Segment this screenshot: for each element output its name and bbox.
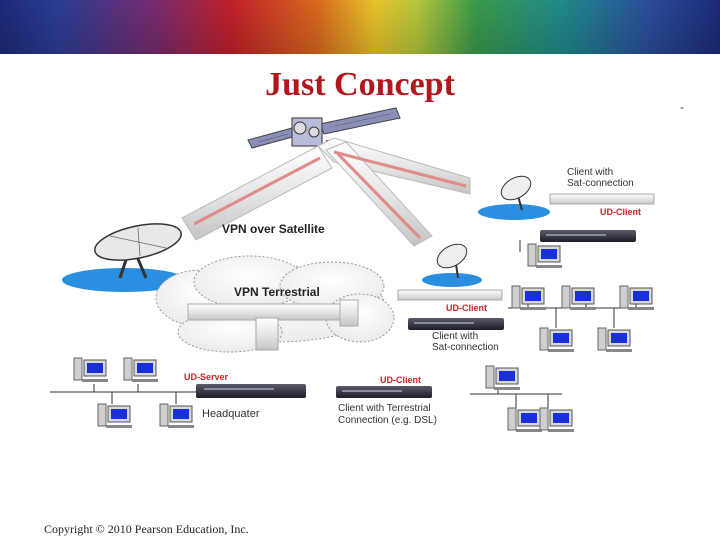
ud-client-router-mid — [408, 318, 504, 330]
computer-icon — [619, 285, 654, 310]
computer-icon — [597, 327, 632, 352]
computer-icon — [539, 327, 574, 352]
computer-icon — [527, 243, 562, 268]
vpn-satellite-label: VPN over Satellite — [222, 222, 325, 236]
computer-icon — [97, 403, 132, 428]
header-banner-shade — [0, 0, 720, 54]
headquarter-label: Headquater — [202, 408, 260, 420]
computer-icon — [507, 407, 542, 432]
computers — [73, 243, 654, 432]
client-sat-top-label-1: Client with — [567, 167, 613, 178]
computer-icon — [511, 285, 546, 310]
client-dish-mid-icon — [422, 243, 482, 287]
computer-icon — [539, 407, 574, 432]
header-banner — [0, 0, 720, 54]
terrestrial-pipes — [187, 299, 359, 351]
large-satellite-dish-icon — [62, 223, 186, 292]
ud-client-router-top — [540, 230, 636, 242]
computer-icon — [159, 403, 194, 428]
copyright-footer: Copyright © 2010 Pearson Education, Inc. — [44, 522, 249, 536]
client-router-mid-bar — [397, 289, 503, 301]
computer-icon — [485, 365, 520, 390]
vpn-terrestrial-label: VPN Terrestrial — [234, 285, 320, 299]
client-sat-mid-label-1: Client with — [432, 331, 478, 342]
computer-icon — [73, 357, 108, 382]
slide-dash: - — [680, 100, 684, 114]
slide-title: Just Concept — [265, 66, 455, 103]
client-sat-top-label-2: Sat-connection — [567, 178, 634, 189]
client-router-top-bar — [549, 193, 655, 205]
ud-client-router-bottom — [336, 386, 432, 398]
computer-icon — [123, 357, 158, 382]
ud-server-label: UD-Server — [184, 372, 229, 382]
ud-server-router — [196, 384, 306, 398]
satellite-link-pipes — [181, 137, 471, 247]
ud-client-bottom-label: UD-Client — [380, 375, 421, 385]
client-dish-top-icon — [478, 175, 550, 220]
satellite-icon — [247, 107, 401, 149]
ud-client-top-label: UD-Client — [600, 207, 641, 217]
client-terrestrial-label-2: Connection (e.g. DSL) — [338, 415, 437, 426]
client-sat-mid-label-2: Sat-connection — [432, 342, 499, 353]
computer-icon — [561, 285, 596, 310]
client-terrestrial-label-1: Client with Terrestrial — [338, 403, 431, 414]
ud-client-mid-label: UD-Client — [446, 303, 487, 313]
